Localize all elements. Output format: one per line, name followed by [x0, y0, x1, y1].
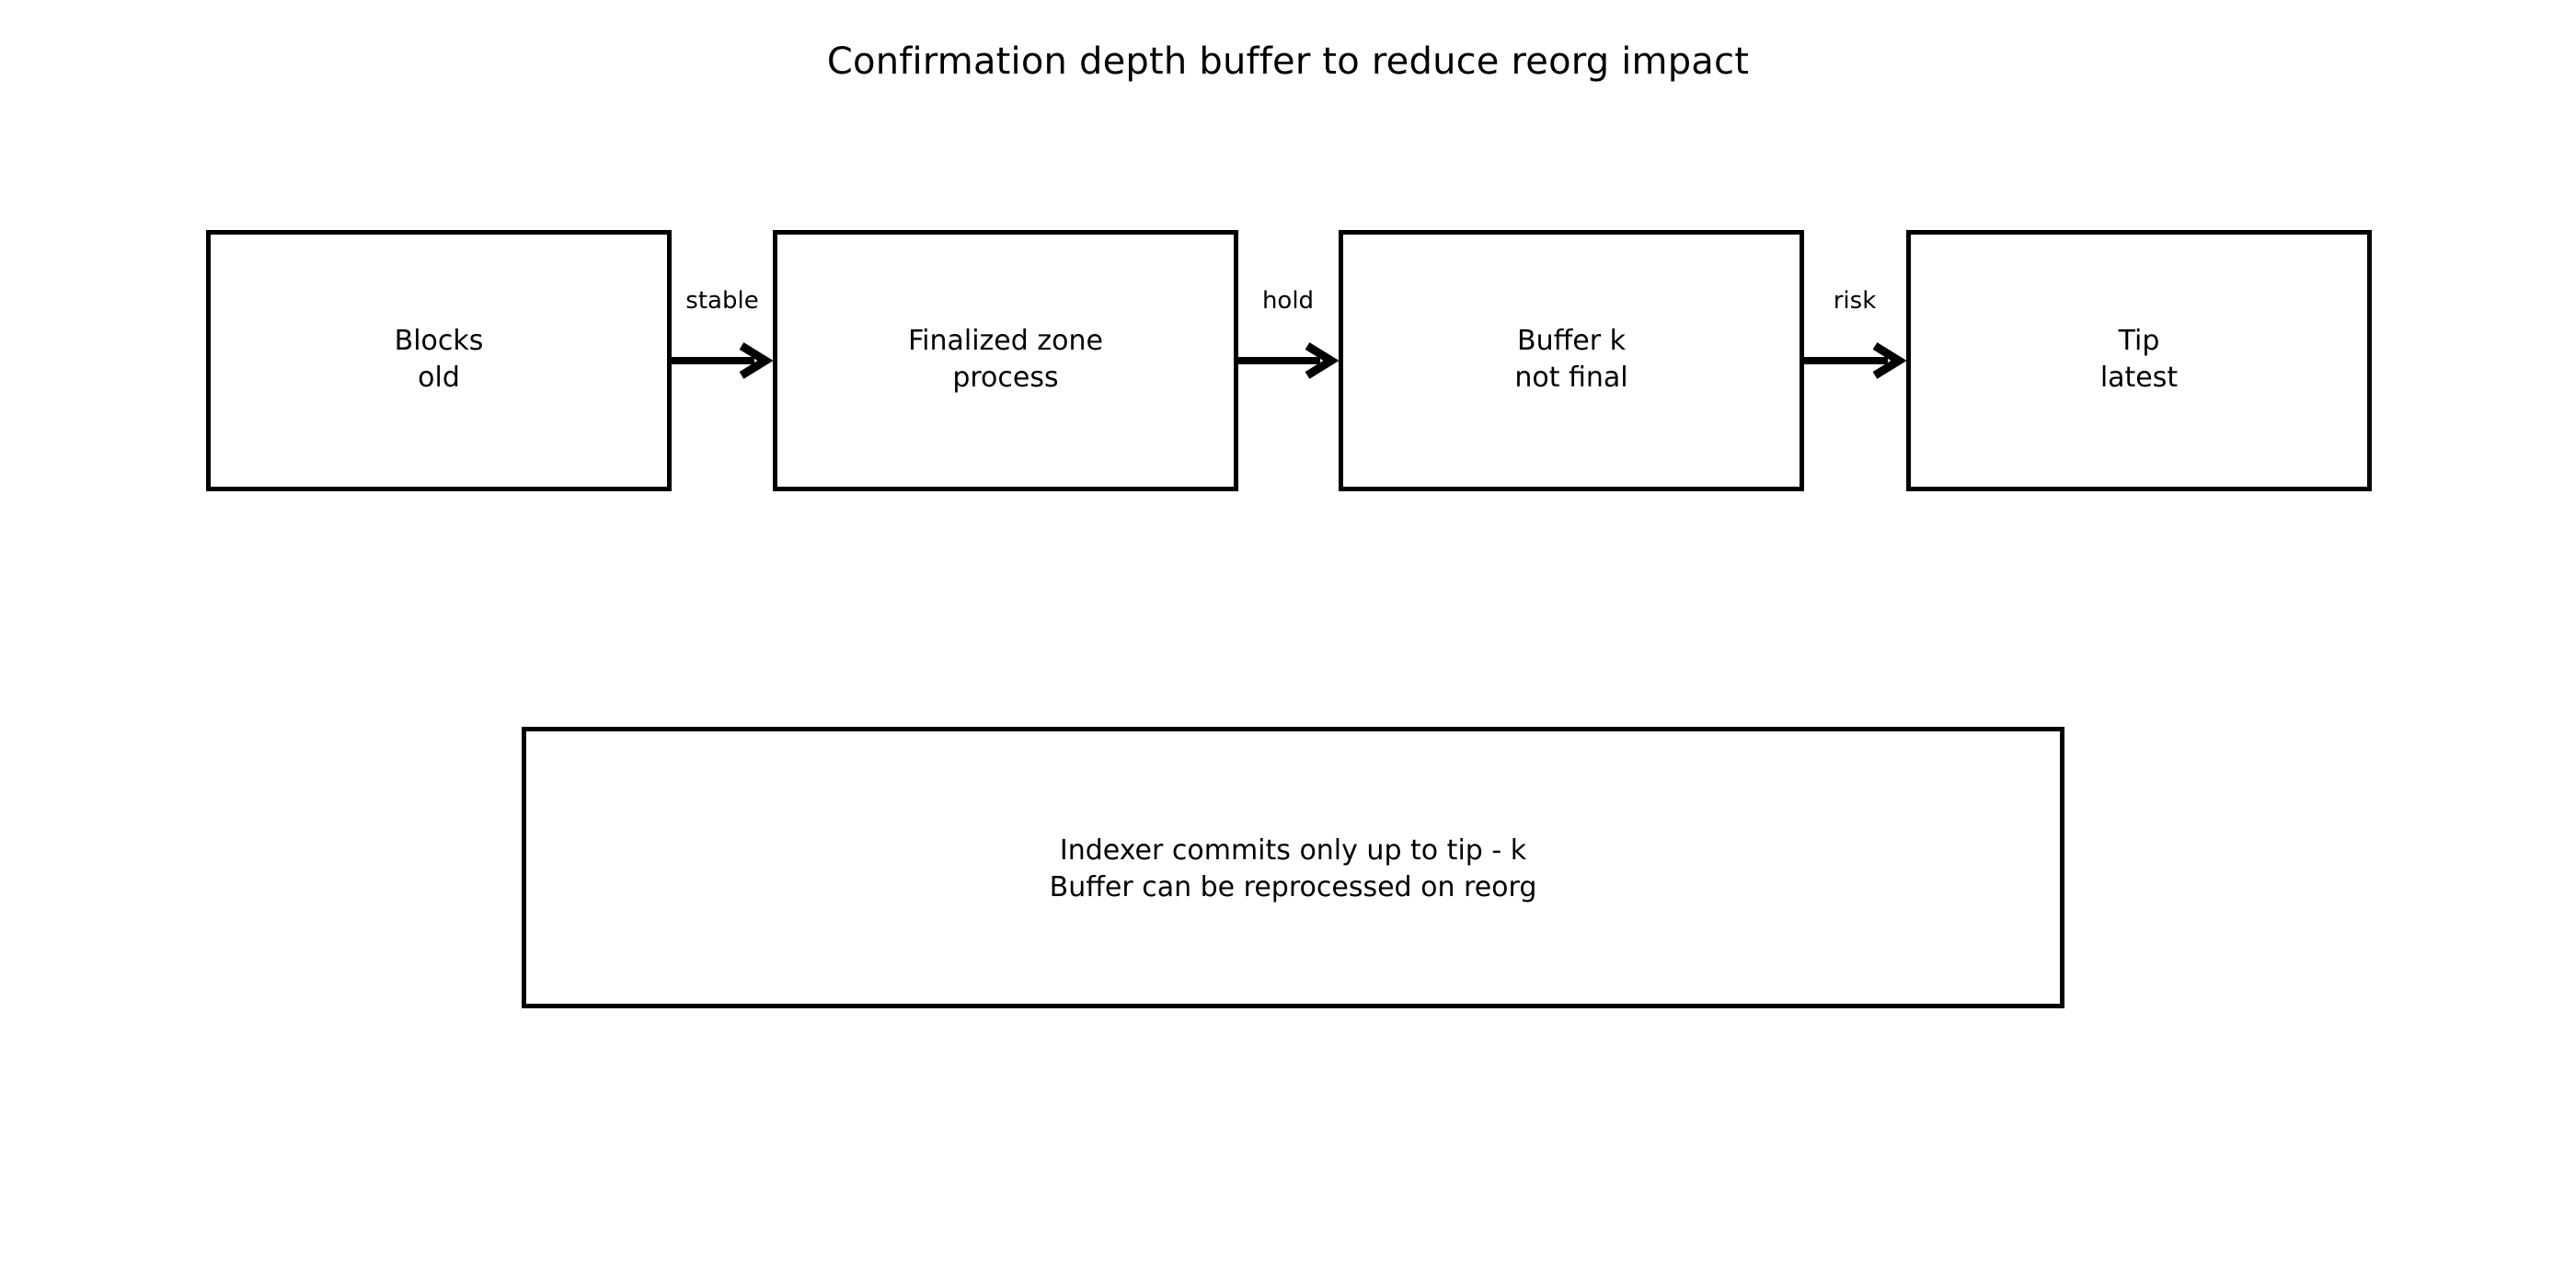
note-box-label: Indexer commits only up to tip - k Buffe…: [1049, 834, 1537, 903]
node-finalized-zone-label: Finalized zone process: [908, 325, 1103, 394]
edge-blocks-to-finalized: stable: [670, 285, 775, 396]
edge-label-stable: stable: [685, 287, 759, 315]
node-buffer-k-label: Buffer k not final: [1514, 325, 1628, 394]
node-tip-label: Tip latest: [2099, 325, 2179, 394]
diagram-title: Confirmation depth buffer to reduce reor…: [826, 40, 1750, 83]
note-box[interactable]: Indexer commits only up to tip - k Buffe…: [522, 727, 2064, 1008]
edge-label-hold: hold: [1261, 287, 1315, 315]
node-buffer-k[interactable]: Buffer k not final: [1339, 230, 1804, 491]
arrow-right-icon: [1237, 342, 1340, 379]
node-tip[interactable]: Tip latest: [1906, 230, 2372, 491]
node-blocks-label: Blocks old: [394, 325, 484, 394]
node-blocks[interactable]: Blocks old: [206, 230, 672, 491]
edge-label-risk: risk: [1833, 287, 1877, 315]
node-finalized-zone[interactable]: Finalized zone process: [773, 230, 1238, 491]
edge-buffer-to-tip: risk: [1801, 285, 1908, 396]
arrow-right-icon: [672, 342, 774, 379]
edge-finalized-to-buffer: hold: [1236, 285, 1340, 396]
arrow-right-icon: [1803, 342, 1907, 379]
